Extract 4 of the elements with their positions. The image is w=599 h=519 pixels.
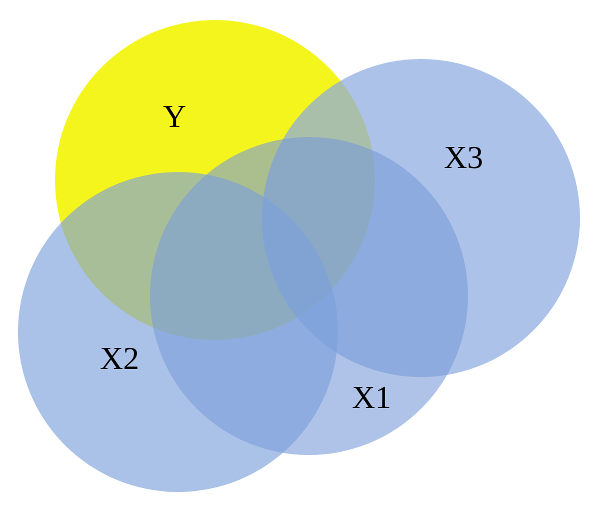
set-label: Y [163,100,186,132]
set-label: X2 [100,342,140,374]
set-label: X1 [352,381,392,413]
set-label: X3 [444,141,484,173]
